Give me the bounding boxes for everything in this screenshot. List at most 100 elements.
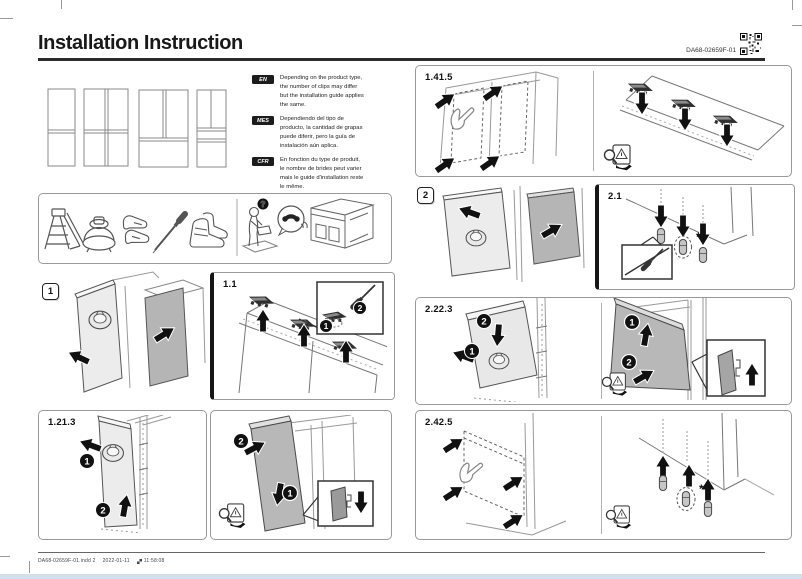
panel-2-1-label: 2.1 xyxy=(608,191,622,202)
panel-2-4-2-5: 2.42.5 xyxy=(415,410,792,540)
up-arrow-icon xyxy=(655,454,671,479)
svg-text:2: 2 xyxy=(481,317,486,328)
step-marker-2: 2 xyxy=(95,502,111,518)
document-code: DA68-02659F-01 xyxy=(686,47,736,54)
door-press-illustration xyxy=(431,71,559,174)
pin-icon xyxy=(703,501,713,517)
crop-mark xyxy=(0,556,10,557)
suction-cup-icon xyxy=(488,352,510,370)
clip-push-illustration xyxy=(603,75,785,172)
print-imprint: DA68-02659F-01.indd 2 2022-01-11 11:58:0… xyxy=(38,558,165,564)
language-row-mes: MES Dependiendo del tipo de producto, la… xyxy=(252,115,392,151)
step-marker-1: 1 xyxy=(281,484,299,502)
step-marker-2: 2 xyxy=(476,313,492,329)
down-arrow-icon xyxy=(653,204,669,229)
lang-text-mes: Dependiendo del tipo de producto, la can… xyxy=(280,116,363,149)
panel-2-2-2-3-label: 2.22.3 xyxy=(425,304,453,315)
prohibition-slash xyxy=(624,247,670,276)
asterisk-marker: * xyxy=(696,230,701,244)
step-marker-1: 1 xyxy=(319,319,333,333)
suction-cup-icon xyxy=(88,310,112,330)
press-arrow-icon xyxy=(439,431,468,458)
svg-text:1: 1 xyxy=(287,489,293,500)
svg-text:2: 2 xyxy=(100,506,105,517)
lang-text-cfr: En fonction du type de produit, le nombr… xyxy=(280,157,364,190)
pin-install-bottom-illustration: * xyxy=(605,412,775,530)
crop-mark xyxy=(792,0,793,10)
clip-mounting-illustration: 1 2 xyxy=(238,281,387,393)
drawer-press-illustration xyxy=(439,412,567,536)
detail-inset: 1 2 xyxy=(298,281,384,335)
step-ladder-icon xyxy=(44,208,84,250)
hand-icon xyxy=(447,104,479,131)
press-arrow-icon xyxy=(499,469,528,496)
svg-text:1: 1 xyxy=(469,347,475,358)
page-title: Installation Instruction xyxy=(38,32,243,54)
suction-cup-tool-icon xyxy=(82,216,116,253)
print-mark-icon xyxy=(136,558,142,564)
see-detail-icon xyxy=(605,504,632,530)
lang-badge-cfr: CFR xyxy=(252,157,274,166)
phone-call-bubble-icon xyxy=(277,205,308,237)
gloves-icon xyxy=(122,215,150,244)
svg-text:2: 2 xyxy=(626,358,631,369)
step-marker-2: 2 xyxy=(233,433,249,449)
step-1-door-swap-illustration xyxy=(64,271,206,393)
fridge-type-diagrams xyxy=(47,88,227,168)
drawer-install-illustration: 1 2 xyxy=(602,298,766,400)
removed-door xyxy=(76,283,123,393)
down-arrow-icon xyxy=(675,214,691,239)
detail-inset xyxy=(302,480,374,527)
step-1-badge: 1 xyxy=(42,283,59,300)
panel-1-1: 1.1 1 2 xyxy=(210,272,395,400)
crop-mark xyxy=(61,0,62,9)
panel-divider xyxy=(601,303,602,399)
suction-cup-icon xyxy=(102,444,124,462)
pin-install-illustration: * xyxy=(621,187,754,280)
pin-icon xyxy=(678,239,688,255)
asterisk-marker: * xyxy=(699,482,704,496)
language-notes: EN Depending on the product type, the nu… xyxy=(252,74,392,197)
imprint-file: DA68-02659F-01.indd 2 xyxy=(38,558,96,564)
panel-2-4-2-5-label: 2.42.5 xyxy=(425,417,453,428)
lang-text-en: Depending on the product type, the numbe… xyxy=(280,75,364,108)
screwdriver-icon xyxy=(152,211,188,254)
hand-icon xyxy=(457,459,486,484)
footer-rule xyxy=(38,552,765,553)
crop-mark xyxy=(29,561,30,573)
svg-text:1: 1 xyxy=(324,321,329,331)
person-reading-icon: ? xyxy=(241,198,279,253)
step-marker-1: 1 xyxy=(79,453,95,469)
drawer-removal-illustration: 2 1 xyxy=(449,298,548,402)
door-install-illustration: 2 1 xyxy=(218,415,374,532)
bottom-accent-bar xyxy=(0,574,802,579)
panel-1-2-1-3: 1.21.3 1 2 xyxy=(38,410,207,540)
pin-icon xyxy=(698,247,708,263)
tools-and-help-box: ? SAMSUNG xyxy=(38,193,392,264)
highlight-circle xyxy=(674,235,692,259)
panel-1-4-1-5-label: 1.41.5 xyxy=(425,72,453,83)
tools-illustration: ? SAMSUNG xyxy=(44,198,375,256)
pin-icon xyxy=(656,228,666,244)
detail-inset xyxy=(691,339,766,397)
pin-icon xyxy=(658,475,668,491)
pin-icon xyxy=(681,491,691,507)
see-detail-icon xyxy=(603,144,633,172)
language-row-cfr: CFR En fonction du type de produit, le n… xyxy=(252,156,392,192)
imprint-time: 11:58:08 xyxy=(143,558,165,564)
up-arrow-icon xyxy=(681,463,697,488)
press-arrow-icon xyxy=(431,151,460,174)
safety-boots-icon xyxy=(189,212,228,248)
panel-1-4-1-5: 1.41.5 xyxy=(415,65,792,177)
svg-text:1: 1 xyxy=(84,457,90,468)
see-detail-icon xyxy=(218,503,247,529)
highlight-circle xyxy=(676,487,696,511)
panel-divider xyxy=(601,416,602,534)
step-2-badge: 2 xyxy=(417,187,434,204)
step-2-drawer-swap-illustration xyxy=(442,185,585,283)
door-removal-illustration: 1 2 xyxy=(76,415,172,533)
crop-mark xyxy=(0,18,13,19)
language-row-en: EN Depending on the product type, the nu… xyxy=(252,74,392,110)
svg-text:1: 1 xyxy=(629,318,635,329)
